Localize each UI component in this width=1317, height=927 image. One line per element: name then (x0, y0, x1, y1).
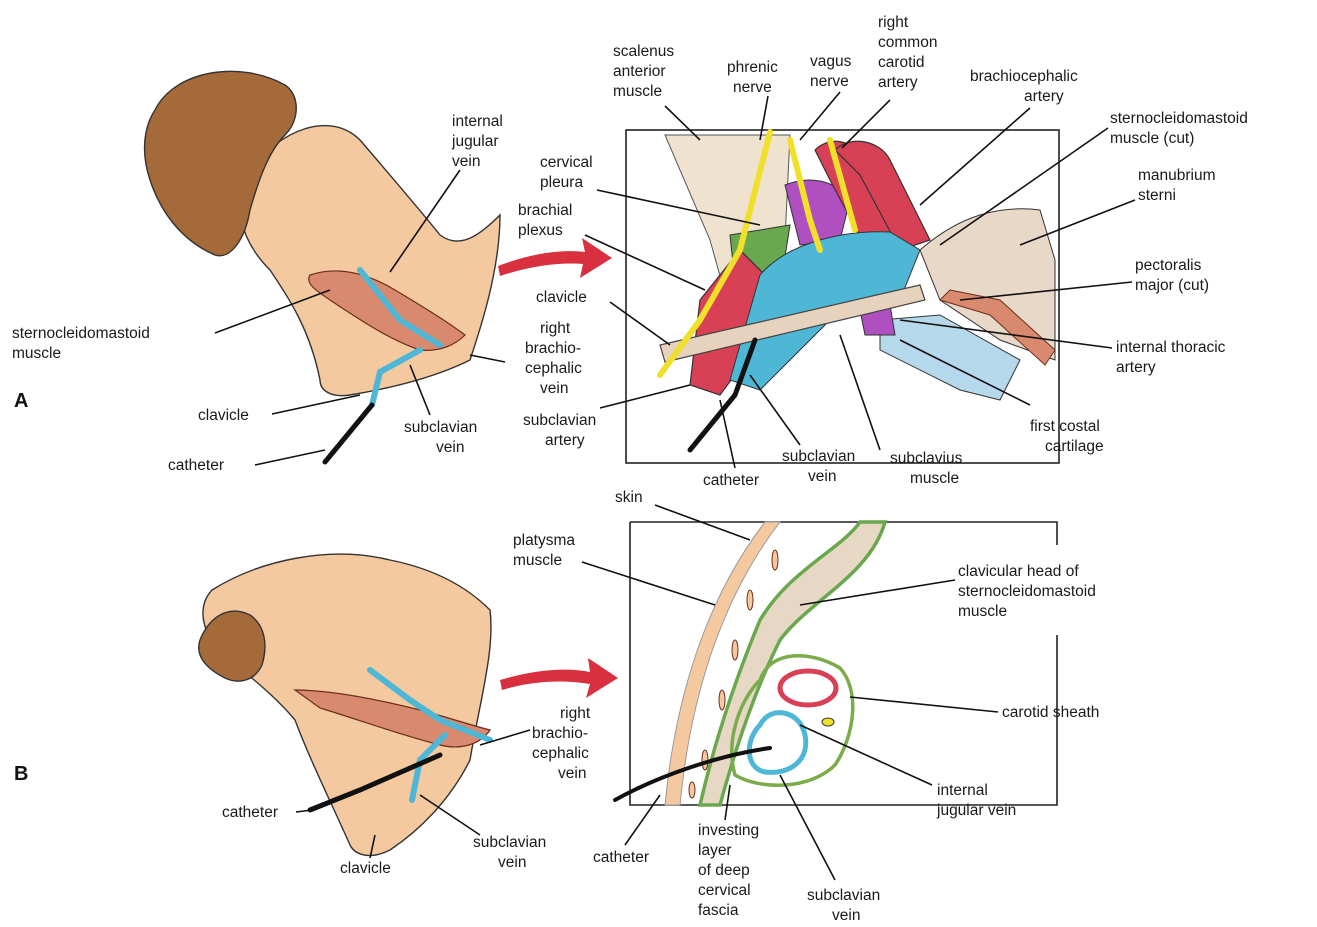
label-scalenus-anterior-muscle: scalenus anterior muscle (613, 43, 679, 100)
label-internal-thoracic-artery: internal thoracic artery (1116, 339, 1230, 376)
leader-subclavian-vein-b-right (780, 775, 835, 880)
label-subclavian-vein-a-left: subclavian vein (404, 419, 482, 456)
label-pectoralis-major-cut: pectoralis major (cut) (1135, 257, 1209, 294)
label-brachial-plexus: brachial plexus (518, 202, 577, 239)
leader-subclavius-muscle (840, 335, 880, 450)
label-brachiocephalic-artery: brachiocephalic artery (970, 68, 1082, 105)
label-catheter-b-right: catheter (593, 849, 649, 866)
label-right-brachiocephalic-vein-b: right brachio- cephalic vein (532, 705, 594, 782)
label-manubrium-sterni: manubrium sterni (1138, 167, 1220, 204)
leader-carotid-sheath (850, 697, 998, 712)
leader-subclavian-artery (600, 385, 690, 408)
leader-vagus-nerve (800, 92, 840, 140)
label-subclavian-vein-b-left: subclavian vein (473, 834, 551, 871)
leader-catheter-a-right (720, 400, 735, 468)
label-clavicle-a-left: clavicle (198, 407, 249, 424)
leader-catheter-a-left (255, 450, 325, 465)
label-vagus-nerve: vagus nerve (810, 53, 856, 90)
label-subclavian-artery: subclavian artery (523, 412, 601, 449)
label-catheter-a-right: catheter (703, 472, 759, 489)
label-sternocleidomastoid-cut: sternocleidomastoid muscle (cut) (1110, 110, 1252, 147)
label-internal-jugular-vein: internal jugular vein (451, 113, 507, 170)
label-investing-layer: investing layer of deep cervical fascia (698, 822, 764, 919)
label-phrenic-nerve: phrenic nerve (727, 59, 782, 96)
label-subclavian-vein-b-right: subclavian vein (807, 887, 885, 924)
label-sternocleidomastoid-muscle: sternocleidomastoid muscle (12, 325, 154, 362)
leader-right-brachiocephalic-vein-a (470, 355, 505, 362)
label-carotid-sheath: carotid sheath (1002, 704, 1099, 721)
label-subclavian-vein-a-right: subclavian vein (782, 448, 860, 485)
label-first-costal-cartilage: first costal cartilage (1030, 418, 1104, 455)
leader-clavicle-a-left (272, 395, 360, 414)
label-clavicular-head: clavicular head of sternocleidomastoid m… (958, 563, 1100, 620)
panel-b-letter: B (14, 763, 28, 785)
label-platysma-muscle: platysma muscle (513, 532, 579, 569)
label-right-brachiocephalic-vein-a: right brachio- cephalic vein (525, 320, 586, 397)
leader-platysma (582, 562, 715, 605)
label-catheter-a-left: catheter (168, 457, 224, 474)
leader-subclavian-vein-a-right (750, 375, 800, 445)
label-subclavius-muscle: subclavius muscle (890, 450, 967, 487)
panel-a-arrow (498, 238, 612, 278)
label-cervical-pleura: cervical pleura (540, 154, 597, 191)
label-clavicle-a-right: clavicle (536, 289, 587, 306)
panel-b-arrow (500, 658, 618, 698)
label-clavicle-b-left: clavicle (340, 860, 391, 877)
label-internal-jugular-vein-b: internal jugular vein (936, 782, 1016, 819)
label-catheter-b-left: catheter (222, 804, 278, 821)
label-skin: skin (615, 489, 643, 506)
leader-brachiocephalic-artery (920, 108, 1030, 205)
label-right-common-carotid-artery: right common carotid artery (878, 14, 942, 91)
panel-a-letter: A (14, 390, 28, 412)
leader-right-common-carotid (842, 100, 890, 148)
leader-clavicle-a-right (610, 302, 670, 345)
